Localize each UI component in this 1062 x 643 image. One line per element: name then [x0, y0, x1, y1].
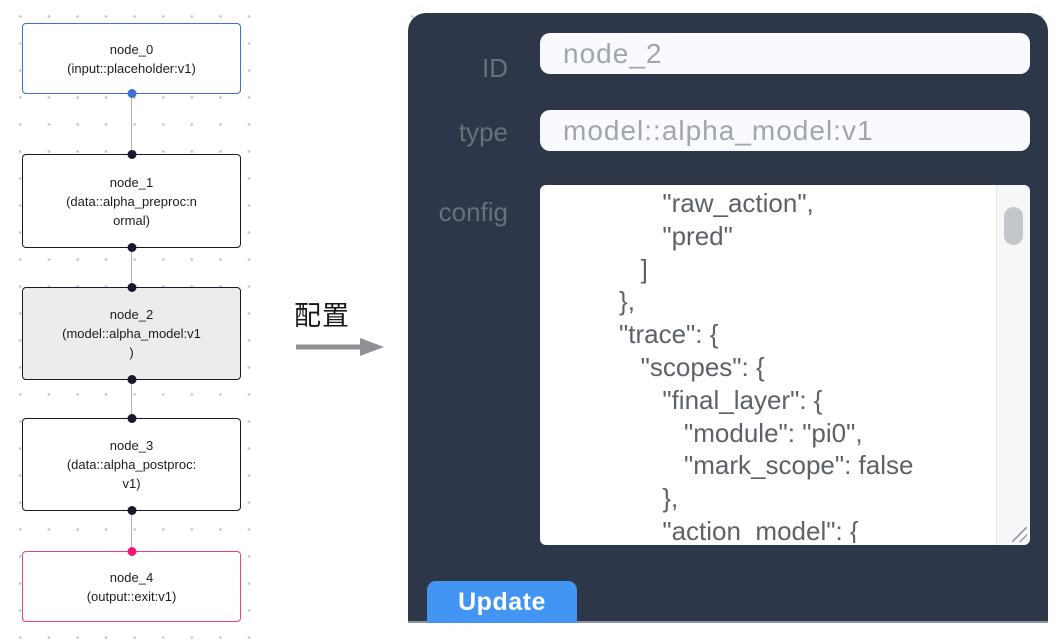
edge-node3-node4 [130, 511, 133, 551]
config-field-label: config [438, 197, 508, 227]
id-input[interactable]: node_2 [540, 33, 1030, 74]
node-subtitle: (model::alpha_model:v1 ) [62, 326, 201, 360]
target-handle-icon[interactable] [127, 414, 136, 423]
node-title: node_1 [109, 174, 154, 190]
node-title: node_2 [109, 307, 154, 322]
flow-node-node_1[interactable]: node_1 (data::alpha_preproc:n ormal) [22, 150, 241, 252]
target-handle-icon[interactable] [127, 547, 136, 556]
edge-node0-node1 [130, 94, 133, 154]
type-field-label: type [458, 117, 508, 147]
flow-node-node_2[interactable]: node_2 (model::alpha_model:v1 ) [22, 283, 241, 384]
edge-node2-node3 [130, 380, 133, 418]
node-subtitle: (input::placeholder:v1) [67, 60, 196, 76]
config-textarea[interactable]: "raw_action", "pred" ] }, "trace": { "sc… [540, 185, 1030, 545]
edge-node1-node2 [130, 248, 133, 287]
source-handle-icon[interactable] [127, 89, 136, 98]
resize-grip-icon[interactable] [1012, 527, 1027, 542]
node-subtitle: (data::alpha_preproc:n ormal) [66, 193, 197, 228]
flow-node-node_0[interactable]: node_0 (input::placeholder:v1) [22, 23, 241, 98]
source-handle-icon[interactable] [127, 506, 136, 515]
source-handle-icon[interactable] [127, 375, 136, 384]
config-annotation-label: 配置 [294, 301, 350, 331]
target-handle-icon[interactable] [127, 283, 136, 292]
update-button[interactable]: Update [427, 581, 577, 623]
node-title: node_4 [109, 569, 154, 585]
node-title: node_0 [109, 41, 154, 57]
flow-node-node_3[interactable]: node_3 (data::alpha_postproc: v1) [22, 414, 241, 515]
flow-node-node_4[interactable]: node_4 (output::exit:v1) [22, 547, 241, 622]
node-subtitle: (data::alpha_postproc: v1) [66, 457, 197, 491]
node-subtitle: (output::exit:v1) [86, 588, 177, 604]
id-field-label: ID [482, 53, 508, 83]
scrollbar-thumb[interactable] [1004, 207, 1023, 245]
flow-canvas[interactable]: node_0 (input::placeholder:v1) node_1 (d… [0, 0, 272, 643]
panel-canvas: ID node_2 type model::alpha_model:v1 con… [392, 0, 1062, 623]
source-handle-icon[interactable] [127, 243, 136, 252]
target-handle-icon[interactable] [127, 150, 136, 159]
node-config-panel: ID node_2 type model::alpha_model:v1 con… [408, 13, 1048, 623]
config-json-text[interactable]: "raw_action", "pred" ] }, "trace": { "sc… [619, 188, 914, 543]
type-input[interactable]: model::alpha_model:v1 [540, 110, 1030, 151]
scrollbar-track[interactable] [996, 185, 1030, 545]
right-arrow-icon [296, 338, 384, 356]
node-title: node_3 [109, 438, 154, 453]
